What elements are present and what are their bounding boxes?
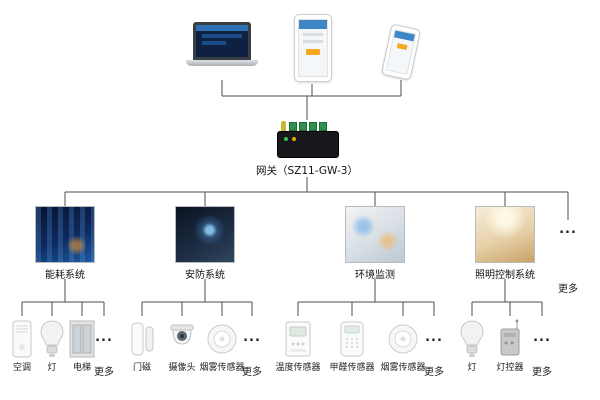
device-smoke-sensor-label: 烟雾传感器 (199, 363, 245, 373)
branch-more-label: 更多 (94, 367, 114, 378)
device-temperature-sensor-icon (281, 316, 315, 362)
branch-ellipsis: ... (243, 330, 261, 345)
energy-system-image (35, 206, 95, 263)
environment-system-image (345, 206, 405, 263)
phone-screen (385, 29, 417, 75)
energy-system-label: 能耗系统 (45, 270, 85, 281)
device-camera-icon (165, 316, 199, 362)
security-system-label: 安防系统 (185, 270, 225, 281)
tablet-screen (298, 19, 328, 77)
branch-more-label: 更多 (424, 367, 444, 378)
device-smoke-sensor-icon (205, 316, 239, 362)
device-door-sensor-icon (125, 316, 159, 362)
device-formaldehyde-sensor-icon (335, 316, 369, 362)
client-laptop-icon (186, 22, 258, 66)
gateway-body (277, 131, 339, 158)
device-light-controller-icon (493, 316, 527, 362)
systems-ellipsis: ... (559, 222, 577, 237)
branch-ellipsis: ... (425, 330, 443, 345)
lighting-system-image (475, 206, 535, 263)
device-smoke-sensor2-icon (386, 316, 420, 362)
security-system-image (175, 206, 235, 263)
client-tablet-icon (294, 14, 332, 82)
lighting-system-label: 照明控制系统 (475, 270, 535, 281)
device-ac-label: 空调 (12, 363, 31, 373)
gateway-label: 网关（SZ11-GW-3） (256, 165, 358, 177)
device-smoke-sensor2-label: 烟雾传感器 (380, 363, 426, 373)
laptop-base (186, 60, 258, 66)
device-temperature-sensor-label: 温度传感器 (275, 363, 321, 373)
environment-system-label: 环境监测 (355, 270, 395, 281)
device-camera-label: 摄像头 (168, 363, 196, 373)
gateway-led-icon (284, 137, 288, 141)
gateway-led2-icon (292, 137, 296, 141)
device-light-label: 灯 (47, 363, 57, 373)
branch-ellipsis: ... (95, 330, 113, 345)
device-light2-label: 灯 (467, 363, 477, 373)
device-light2-icon (455, 316, 489, 362)
branch-more-label: 更多 (242, 367, 262, 378)
branch-ellipsis: ... (533, 330, 551, 345)
systems-more-label: 更多 (558, 284, 578, 295)
device-light-icon (35, 316, 69, 362)
device-elevator-label: 电梯 (72, 363, 91, 373)
gateway-device-icon (277, 120, 339, 160)
device-elevator-icon (65, 316, 99, 362)
gateway-antenna-connector-icon (281, 121, 286, 131)
device-light-controller-label: 灯控器 (496, 363, 524, 373)
branch-more-label: 更多 (532, 367, 552, 378)
device-door-sensor-label: 门磁 (132, 363, 151, 373)
device-formaldehyde-sensor-label: 甲醛传感器 (329, 363, 375, 373)
laptop-screen (193, 22, 251, 60)
device-ac-icon (5, 316, 39, 362)
